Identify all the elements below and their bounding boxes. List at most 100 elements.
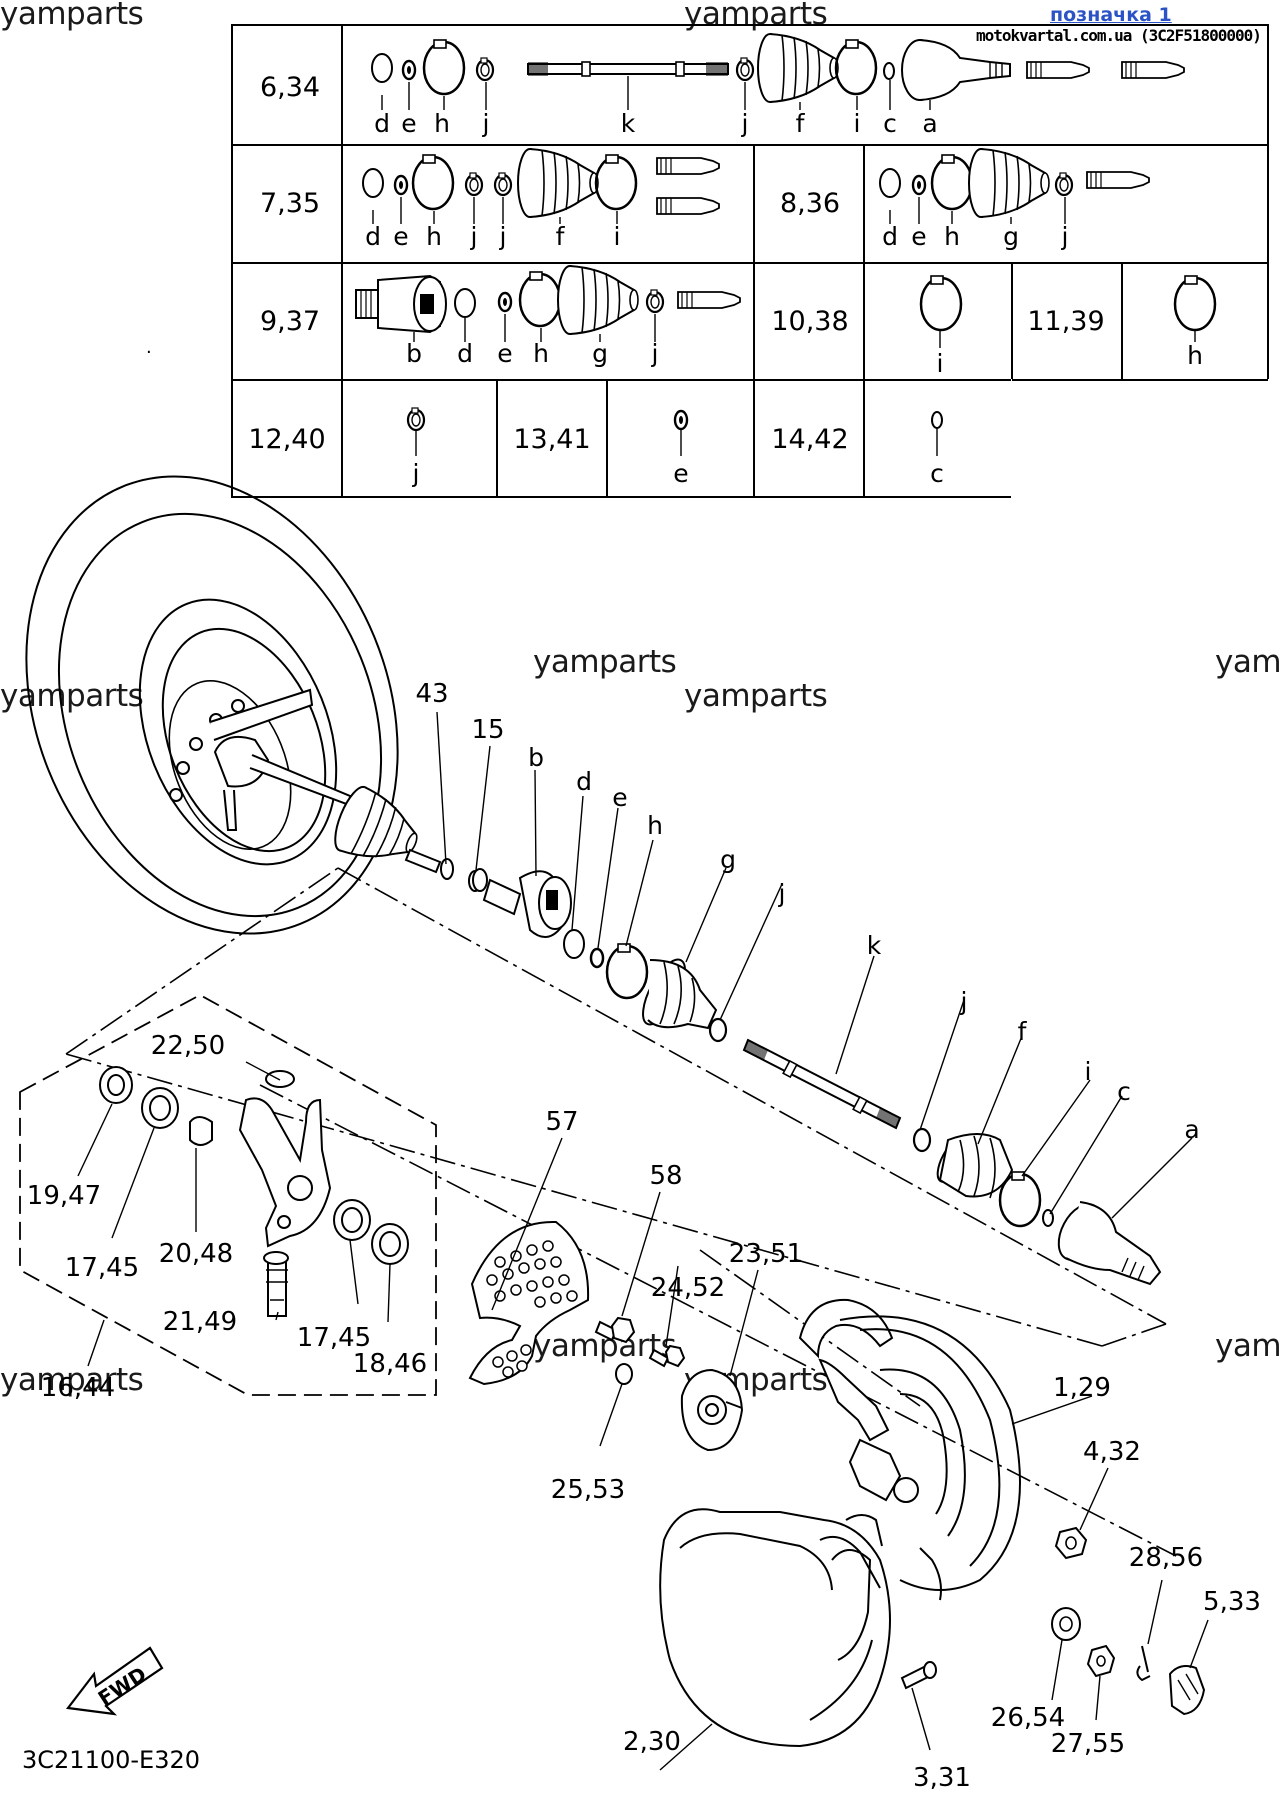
- knuckle-group-outline: [19, 993, 437, 1396]
- part-letter-c: c: [930, 459, 944, 488]
- kit-row-1-letters: d e h j k j f i c a: [374, 76, 938, 138]
- watermark: yamparts: [0, 0, 144, 32]
- reference-link[interactable]: позначка 1: [1050, 4, 1172, 26]
- stray-mark: .: [146, 337, 152, 358]
- part-letter-j: j: [412, 459, 420, 488]
- part-letter-d: d: [576, 767, 592, 796]
- part-letter-d: d: [365, 222, 381, 251]
- watermark: yamparts: [684, 678, 828, 714]
- callout-2-30: 2,30: [623, 1727, 681, 1757]
- exploded-axle-shaft: [742, 1038, 932, 1153]
- kit-row-2-parts: [362, 148, 1150, 218]
- part-letter-c: c: [1117, 1077, 1131, 1106]
- part-letter-e: e: [497, 339, 512, 368]
- part-letter-h: h: [434, 109, 450, 138]
- kit-number-13-41: 13,41: [513, 424, 590, 455]
- part-letter-i: i: [1085, 1057, 1092, 1086]
- callout-21-49: 21,49: [163, 1307, 237, 1337]
- callout-17-45-left: 17,45: [65, 1253, 139, 1283]
- part-letter-j: j: [499, 222, 507, 251]
- exploded-outer-boot: [936, 1133, 1054, 1228]
- part-letter-h: h: [1187, 341, 1203, 370]
- part-letter-a: a: [1184, 1115, 1199, 1144]
- part-letter-g: g: [720, 845, 736, 874]
- callout-26-54: 26,54: [991, 1703, 1065, 1733]
- knuckle-parts: [99, 1066, 409, 1317]
- callout-20-48: 20,48: [159, 1239, 233, 1269]
- part-letter-j: j: [778, 879, 786, 908]
- callout-23-51: 23,51: [729, 1239, 803, 1269]
- kit-number-12-40: 12,40: [248, 424, 325, 455]
- exploded-inner-boot: [642, 958, 728, 1043]
- part-letter-k: k: [621, 109, 636, 138]
- kit-number-14-42: 14,42: [771, 424, 848, 455]
- kit-row-4-parts: [406, 406, 943, 456]
- part-letter-h: h: [944, 222, 960, 251]
- wheel-fasteners: [900, 1526, 1206, 1716]
- callout-18-46: 18,46: [353, 1349, 427, 1379]
- part-letter-b: b: [528, 743, 544, 772]
- callout-25-53: 25,53: [551, 1475, 625, 1505]
- watermark: yamparts: [0, 678, 144, 714]
- kit-row-2-letters: d e h j j f i d e h g j: [365, 197, 1068, 251]
- kit-number-11-39: 11,39: [1027, 306, 1104, 337]
- kit-number-8-36: 8,36: [780, 188, 840, 219]
- part-letter-e: e: [393, 222, 408, 251]
- kit-row-3-parts: [355, 265, 1217, 335]
- part-letter-d: d: [457, 339, 473, 368]
- callout-19-47: 19,47: [27, 1181, 101, 1211]
- kit-row-3-letters: b d e h g j i h: [406, 314, 1203, 378]
- part-letter-j: j: [960, 987, 968, 1016]
- part-letter-j: j: [482, 109, 490, 138]
- part-letter-j: j: [741, 109, 749, 138]
- part-letter-k: k: [867, 931, 882, 960]
- kit-number-6-34: 6,34: [260, 72, 320, 103]
- callout-5-33: 5,33: [1203, 1587, 1261, 1617]
- hub-fasteners: [594, 1316, 686, 1385]
- kit-table: [231, 24, 1269, 498]
- callout-15: 15: [471, 715, 504, 745]
- callout-28-56: 28,56: [1129, 1543, 1203, 1573]
- part-letter-e: e: [673, 459, 688, 488]
- part-letter-j: j: [1061, 222, 1069, 251]
- part-letter-j: j: [470, 222, 478, 251]
- part-letter-f: f: [1018, 1017, 1028, 1046]
- watermark: yamparts: [684, 0, 828, 32]
- axis-line: [65, 867, 1177, 1557]
- callout-22-50: 22,50: [151, 1031, 225, 1061]
- callout-24-52: 24,52: [651, 1273, 725, 1303]
- part-letter-b: b: [406, 339, 422, 368]
- watermark: yamparts: [533, 644, 677, 680]
- part-letter-i: i: [614, 222, 621, 251]
- part-letter-e: e: [612, 783, 627, 812]
- kit-number-10-38: 10,38: [771, 306, 848, 337]
- part-letter-e: e: [911, 222, 926, 251]
- part-letter-h: h: [533, 339, 549, 368]
- part-letter-g: g: [1003, 222, 1019, 251]
- assembled-wheel: [25, 475, 399, 935]
- callout-58: 58: [649, 1161, 682, 1191]
- part-letter-h: h: [647, 811, 663, 840]
- part-letter-j: j: [651, 339, 659, 368]
- part-letter-i: i: [854, 109, 861, 138]
- right-tire-inner: [798, 1298, 1021, 1591]
- source-label: motokvartal.com.ua (3C2F51800000): [976, 26, 1262, 45]
- callout-4-32: 4,32: [1083, 1437, 1141, 1467]
- part-letter-d: d: [882, 222, 898, 251]
- callout-57: 57: [545, 1107, 578, 1137]
- kit-row-1-parts: [371, 33, 1185, 103]
- kit-number-9-37: 9,37: [260, 306, 320, 337]
- watermark: yam: [1215, 644, 1282, 680]
- part-letter-g: g: [592, 339, 608, 368]
- part-letter-c: c: [883, 109, 897, 138]
- callout-16-44: 16,44: [41, 1373, 115, 1403]
- part-letter-a: a: [922, 109, 937, 138]
- forward-arrow-icon: FWD: [65, 1646, 164, 1716]
- wheel-hub: [680, 1368, 744, 1452]
- right-tire-outer: [659, 1508, 942, 1748]
- part-letter-f: f: [556, 222, 566, 251]
- diagram-code: 3C21100-E320: [22, 1746, 201, 1774]
- kit-number-7-35: 7,35: [260, 188, 320, 219]
- callout-27-55: 27,55: [1051, 1729, 1125, 1759]
